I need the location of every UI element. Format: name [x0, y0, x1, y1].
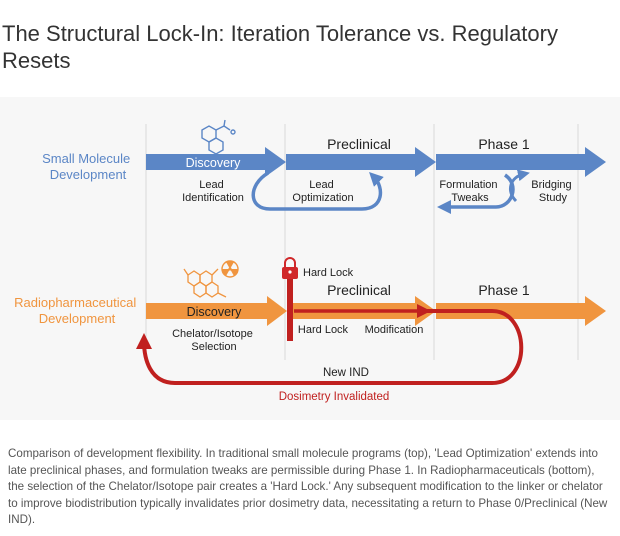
- sm-step-lead-identification: Lead Identification: [182, 179, 244, 204]
- hard-lock-top-label: Hard Lock: [303, 267, 354, 279]
- rp-arrow-phase1: [436, 296, 606, 326]
- small-molecule-label: Small Molecule Development: [42, 151, 134, 182]
- hard-lock-bar: [287, 279, 293, 341]
- figure-caption: Comparison of development flexibility. I…: [8, 447, 608, 526]
- rp-stage-preclinical: Preclinical: [327, 282, 391, 298]
- sm-step-lead-optimization: Lead Optimization: [292, 179, 353, 204]
- reset-loop-sublabel: Dosimetry Invalidated: [279, 391, 390, 403]
- reset-loop-label: New IND: [323, 367, 369, 379]
- sm-formulation-loop: [437, 173, 515, 214]
- sm-stage-discovery: Discovery: [186, 156, 242, 170]
- sm-stage-phase1: Phase 1: [478, 136, 530, 152]
- sm-stage-preclinical: Preclinical: [327, 136, 391, 152]
- rp-step-hard-lock: Hard Lock: [298, 324, 349, 336]
- rp-stage-phase1: Phase 1: [478, 282, 530, 298]
- orange-molecule-icon: [183, 268, 227, 298]
- sm-step-bridging-study: Bridging Study: [531, 179, 574, 204]
- radiopharma-label: Radiopharmaceutical Development: [14, 295, 140, 326]
- reset-loop-arrow: [136, 309, 524, 385]
- padlock-icon: [282, 257, 298, 279]
- radiation-icon: [221, 260, 239, 278]
- sm-arrow-discovery: [146, 147, 286, 177]
- rp-step-chelator-selection: Chelator/Isotope Selection: [172, 328, 256, 353]
- page-title: The Structural Lock-In: Iteration Tolera…: [2, 21, 558, 73]
- rp-stage-discovery: Discovery: [187, 305, 243, 319]
- sm-step-formulation-tweaks: Formulation Tweaks: [439, 179, 500, 204]
- molecule-icon: [201, 119, 236, 155]
- rp-step-modification: Modification: [365, 324, 424, 336]
- rp-arrow-discovery: [146, 296, 287, 326]
- sm-optimization-loop: [251, 171, 384, 211]
- sm-arrow-phase1: [436, 147, 606, 177]
- sm-arrow-preclinical: [286, 147, 436, 177]
- process-diagram: Small Molecule Development Discovery Pre…: [0, 97, 620, 420]
- sm-bridging-loop: [508, 169, 530, 203]
